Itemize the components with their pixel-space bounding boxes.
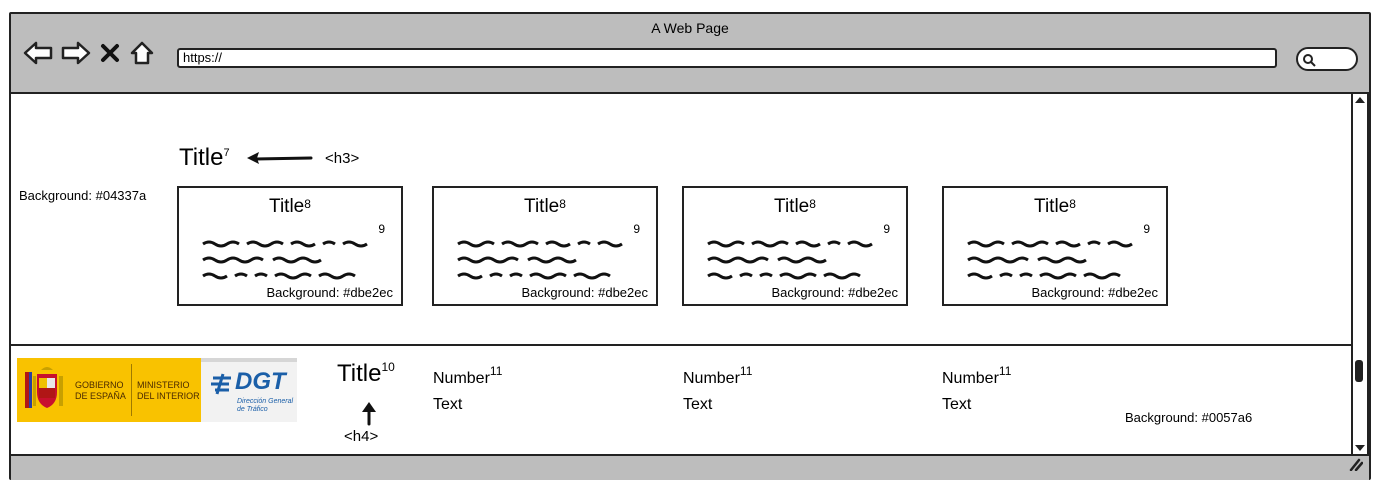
scroll-up-icon[interactable] (1354, 95, 1366, 105)
background-annotation: Background: #0057a6 (1125, 410, 1253, 425)
placeholder-text-scribble (457, 240, 623, 280)
card[interactable]: Title8 9 Background: #dbe2ec (682, 186, 908, 306)
text-marker: 9 (883, 222, 890, 236)
section-title: Title7 (179, 144, 230, 171)
window-title: A Web Page (651, 20, 729, 36)
placeholder-text-scribble (967, 240, 1133, 280)
card-background-annotation: Background: #dbe2ec (521, 285, 648, 300)
stat-number: Number11 (683, 364, 753, 387)
card-title: Title8 (269, 196, 311, 217)
stat-number: Number11 (433, 364, 503, 387)
section-title-marker: 7 (223, 147, 230, 159)
forward-arrow-icon[interactable] (61, 41, 91, 65)
search-field[interactable] (1296, 47, 1358, 71)
resize-grip-icon[interactable] (1347, 457, 1364, 476)
address-bar[interactable]: https:// (177, 48, 1277, 68)
stat-text: Text (433, 396, 463, 413)
home-icon[interactable] (129, 40, 155, 66)
nav-buttons (23, 40, 155, 66)
stat-item: Number11 Text (683, 364, 752, 414)
background-annotation: Background: #04337a (19, 188, 147, 203)
up-arrow-icon (359, 400, 379, 431)
bottom-section-title: Title10 (337, 360, 395, 387)
stat-number: Number11 (942, 364, 1012, 387)
card[interactable]: Title8 9 Background: #dbe2ec (432, 186, 658, 306)
section-heading: Title7 (179, 144, 230, 172)
page-content: Title7 <h3> Background: #04337a Title8 9… (11, 92, 1351, 456)
vertical-scrollbar[interactable] (1351, 92, 1369, 456)
bottom-title-marker: 10 (381, 360, 395, 374)
text-marker: 9 (1143, 222, 1150, 236)
stat-text: Text (683, 396, 713, 413)
section-divider (11, 344, 1351, 346)
h4-annotation: <h4> (344, 428, 379, 445)
back-arrow-icon[interactable] (23, 41, 53, 65)
placeholder-text-scribble (707, 240, 873, 280)
card[interactable]: Title8 9 Background: #dbe2ec (177, 186, 403, 306)
card-title: Title8 (774, 196, 816, 217)
stat-item: Number11 Text (942, 364, 1011, 414)
text-marker: 9 (633, 222, 640, 236)
card-title: Title8 (524, 196, 566, 217)
dgt-text: DGT (235, 368, 286, 395)
stat-text: Text (942, 396, 972, 413)
card-background-annotation: Background: #dbe2ec (266, 285, 393, 300)
h3-annotation: <h3> (325, 150, 360, 167)
status-bar (11, 456, 1369, 480)
close-icon[interactable] (99, 42, 121, 64)
browser-window: A Web Page https:// Title7 (9, 12, 1371, 480)
scroll-thumb[interactable] (1355, 360, 1363, 382)
left-arrow-icon (245, 150, 315, 171)
browser-toolbar: A Web Page https:// (11, 14, 1369, 92)
card-title: Title8 (1034, 196, 1076, 217)
placeholder-text-scribble (202, 240, 368, 280)
card-background-annotation: Background: #dbe2ec (771, 285, 898, 300)
stat-item: Number11 Text (433, 364, 502, 414)
coat-of-arms-icon (25, 367, 63, 408)
scroll-down-icon[interactable] (1354, 443, 1366, 453)
card-background-annotation: Background: #dbe2ec (1031, 285, 1158, 300)
text-marker: 9 (378, 222, 385, 236)
card[interactable]: Title8 9 Background: #dbe2ec (942, 186, 1168, 306)
